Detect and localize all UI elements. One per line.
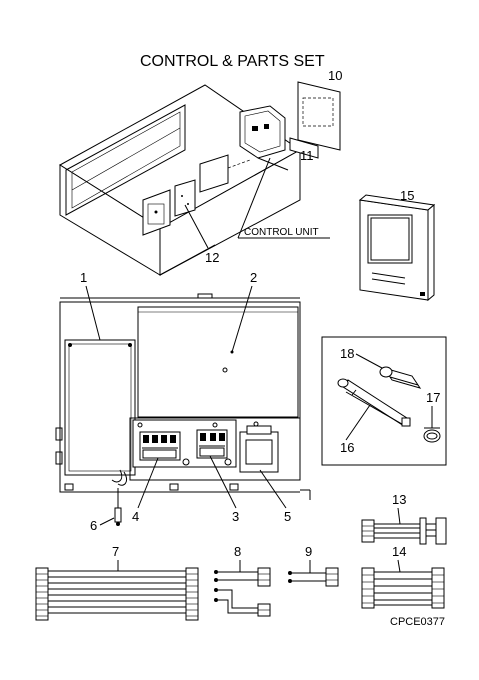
callout-10: 10 — [328, 68, 342, 83]
callout-5: 5 — [284, 509, 291, 524]
callout-12: 12 — [205, 250, 219, 265]
callout-18: 18 — [340, 346, 354, 361]
callout-11: 11 — [300, 148, 314, 163]
indoor-unit-housing — [59, 84, 301, 276]
part-17-hose-clamp — [423, 427, 441, 443]
callout-14: 14 — [392, 544, 406, 559]
part-9-wire-harness — [288, 567, 339, 587]
callout-6: 6 — [90, 518, 97, 533]
main-control-box — [55, 293, 311, 500]
accessory-group-box — [321, 336, 447, 466]
control-unit-label: CONTROL UNIT — [244, 227, 319, 238]
part-8-wire-harness — [214, 567, 271, 617]
part-5-transformer — [239, 421, 298, 481]
part-13-wire-harness — [361, 517, 447, 545]
part-7-wire-harness — [35, 567, 199, 621]
drawing-code: CPCE0377 — [390, 616, 445, 628]
callout-16: 16 — [340, 440, 354, 455]
callout-4: 4 — [132, 509, 139, 524]
part-10-cover-plate — [289, 81, 341, 159]
part-18-insulation-sleeve — [379, 366, 422, 389]
part-16-drain-hose — [337, 378, 411, 427]
callout-1: 1 — [80, 270, 87, 285]
callout-15: 15 — [400, 188, 414, 203]
part-4-terminal-block — [139, 431, 181, 461]
callout-17: 17 — [426, 390, 440, 405]
callout-3: 3 — [232, 509, 239, 524]
callout-9: 9 — [305, 544, 312, 559]
callout-13: 13 — [392, 492, 406, 507]
callout-7: 7 — [112, 544, 119, 559]
part-15-remote-controller — [358, 194, 436, 302]
part-14-wire-harness — [361, 567, 445, 609]
callout-2: 2 — [250, 270, 257, 285]
part-6-thermistor — [114, 488, 122, 526]
part-3-terminal-block — [196, 429, 228, 459]
diagram-title: CONTROL & PARTS SET — [140, 53, 325, 70]
callout-8: 8 — [234, 544, 241, 559]
